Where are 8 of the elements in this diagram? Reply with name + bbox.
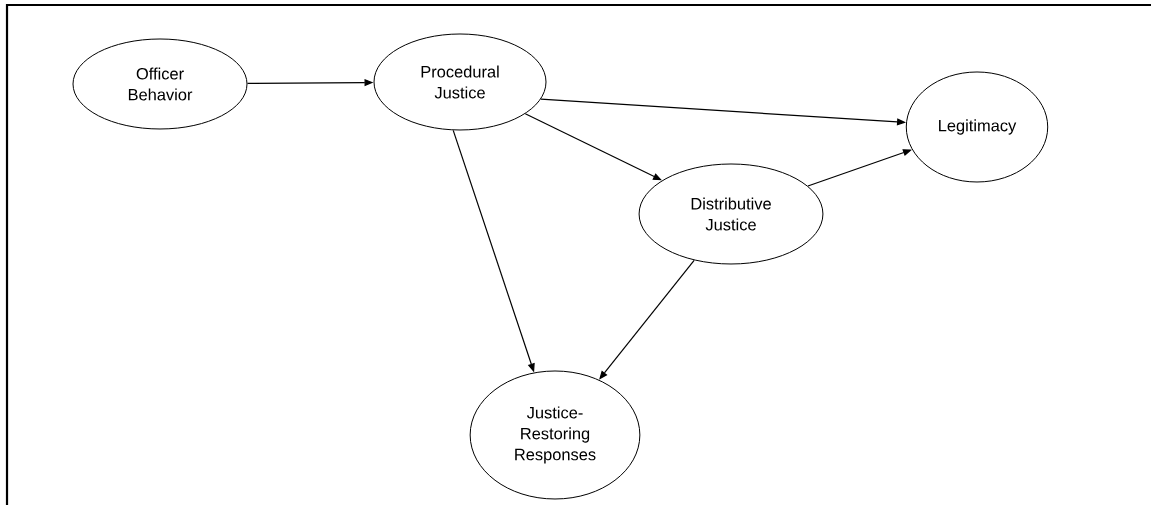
arrow	[599, 259, 695, 380]
ellipse-node: Distributive Justice	[638, 163, 824, 265]
ellipse-node: Legitimacy	[905, 71, 1049, 183]
ellipse-node: Officer Behavior	[72, 38, 248, 130]
arrow	[524, 113, 662, 181]
ellipse-node: Justice-Restoring Responses	[469, 370, 641, 500]
ellipse-node: Procedural Justice	[373, 33, 547, 131]
arrow	[807, 149, 912, 187]
